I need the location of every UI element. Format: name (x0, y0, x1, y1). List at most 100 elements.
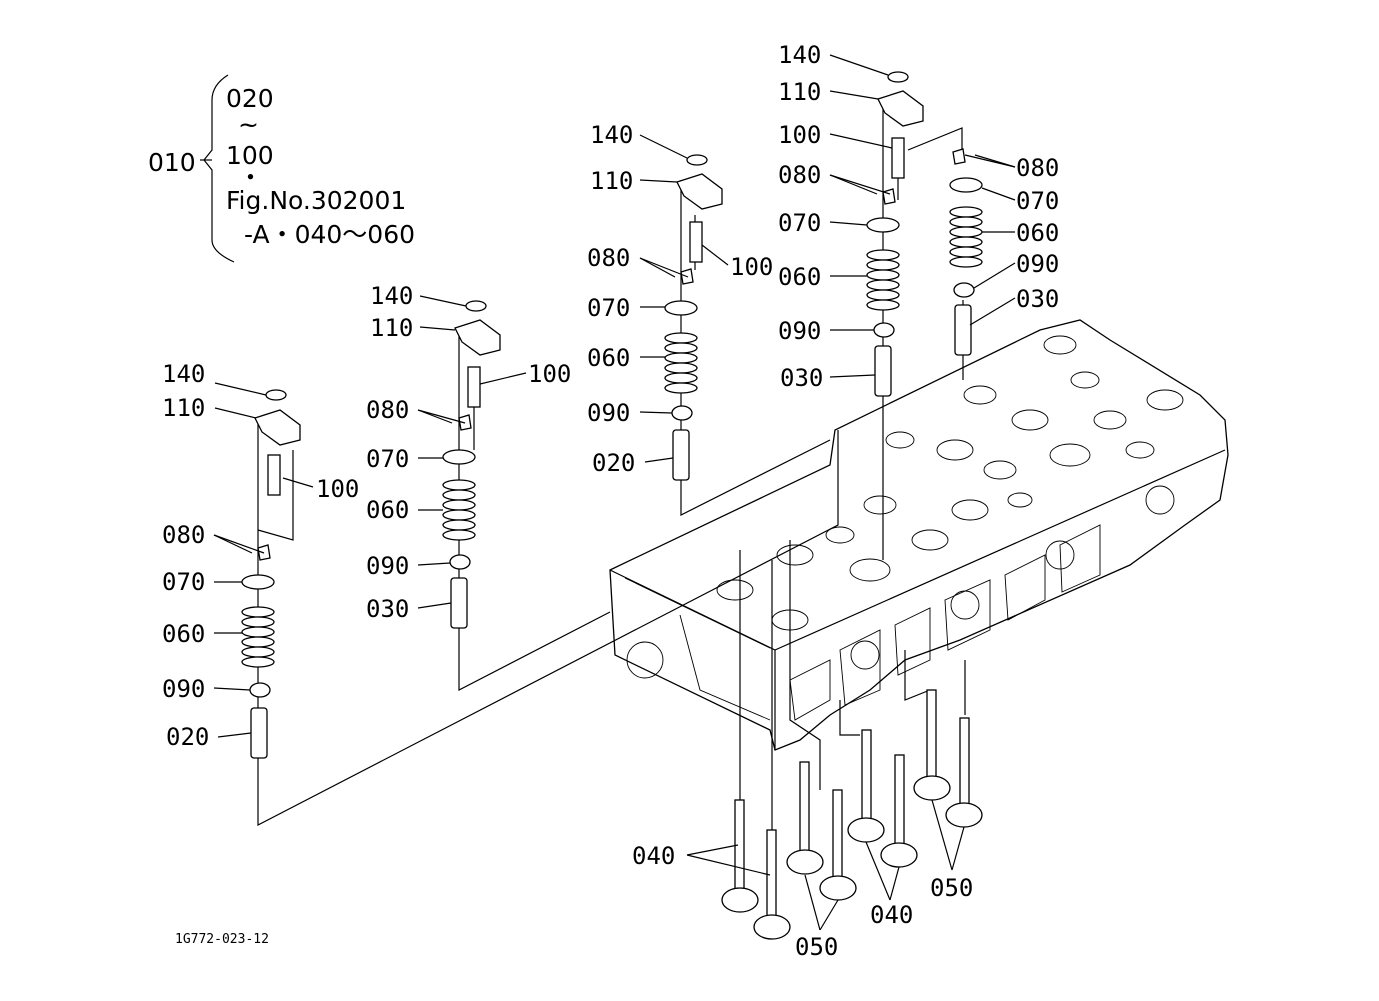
seal-090 (873, 322, 895, 338)
group-line-2: ~ (238, 110, 259, 139)
callout-label: 140 (162, 360, 206, 388)
callout-label: 080 (778, 161, 822, 189)
valve-040-a (721, 799, 759, 913)
pin-100 (689, 221, 703, 263)
callout-label: 110 (778, 78, 822, 106)
bridge-110 (254, 409, 301, 446)
callout-label: 060 (1016, 219, 1060, 247)
callout-label: 090 (1016, 250, 1060, 278)
callout-label: 080 (587, 244, 631, 272)
callout-label: 070 (366, 445, 410, 473)
pin-100 (467, 366, 481, 408)
callout-leaders (213, 54, 1016, 931)
callout-label: 100 (730, 253, 774, 281)
valve-ports (716, 335, 1184, 631)
valve-stack-2 (442, 300, 501, 629)
callout-label: 140 (370, 282, 414, 310)
callout-label: 140 (778, 41, 822, 69)
valve-040-c (847, 729, 885, 843)
group-line-3: 100 (226, 141, 274, 170)
pin-100 (891, 137, 905, 179)
cylinder-head (609, 319, 1229, 751)
retainer-070 (866, 217, 900, 233)
guide-030 (450, 577, 468, 629)
spring-060 (949, 206, 983, 268)
cap-140 (686, 154, 708, 166)
valve-040-d (880, 754, 918, 868)
cylinder-head-outline (609, 319, 1229, 751)
callout-label: 030 (1016, 285, 1060, 313)
guide-020 (672, 429, 690, 481)
callout-label: 070 (587, 294, 631, 322)
callout-label: 030 (780, 364, 824, 392)
callout-label: 110 (590, 167, 634, 195)
valve-050-a (753, 829, 791, 940)
valve-stack-1 (241, 389, 301, 759)
valve-050-b (786, 761, 824, 875)
cap-140 (887, 71, 909, 83)
seal-090 (671, 405, 693, 421)
collet-080 (882, 188, 896, 205)
retainer-070 (241, 574, 275, 590)
callout-label: 140 (590, 121, 634, 149)
valve-stack-4 (866, 71, 924, 397)
seal-090 (953, 282, 975, 298)
guide-020 (250, 707, 268, 759)
pin-100 (267, 454, 281, 496)
valve-040-b (819, 789, 857, 901)
callout-label: 040 (870, 901, 914, 929)
bridge-110 (877, 90, 924, 127)
collet-080 (952, 148, 966, 165)
callout-label: 110 (370, 314, 414, 342)
callout-label: 020 (592, 449, 636, 477)
callout-label: 090 (587, 399, 631, 427)
callout-label: 080 (1016, 154, 1060, 182)
callout-label: 060 (587, 344, 631, 372)
callout-label: 090 (162, 675, 206, 703)
cap-140 (465, 300, 487, 312)
callout-label: 080 (162, 521, 206, 549)
valve-stack-5 (949, 148, 983, 356)
group-ref-label: 010 (148, 148, 196, 177)
valve-050-d (945, 717, 983, 828)
retainer-070 (949, 177, 983, 193)
callout-label: 100 (528, 360, 572, 388)
diagram-code: 1G772-023-12 (175, 932, 269, 947)
cap-140 (265, 389, 287, 401)
retainer-070 (664, 300, 698, 316)
seal-090 (449, 554, 471, 570)
callout-label: 110 (162, 394, 206, 422)
group-line-6: -A・040〜060 (244, 220, 416, 249)
callout-label: 070 (162, 568, 206, 596)
callout-label: 060 (778, 263, 822, 291)
callout-label: 100 (316, 475, 360, 503)
spring-060 (664, 332, 698, 394)
retainer-070 (442, 449, 476, 465)
callout-label: 070 (778, 209, 822, 237)
callout-label: 050 (795, 933, 839, 961)
callout-label: 030 (366, 595, 410, 623)
group-line-1: 020 (226, 84, 274, 113)
guide-030 (954, 304, 972, 356)
callout-label: 100 (778, 121, 822, 149)
spring-060 (866, 249, 900, 311)
group-line-5: Fig.No.302001 (226, 186, 407, 215)
spring-060 (442, 479, 476, 541)
bridge-110 (454, 319, 501, 356)
valves (721, 689, 983, 940)
bridge-110 (676, 173, 723, 210)
callout-label: 040 (632, 842, 676, 870)
callout-label: 080 (366, 396, 410, 424)
callout-label: 090 (778, 317, 822, 345)
callout-label: 060 (366, 496, 410, 524)
valve-stack-3 (664, 154, 723, 481)
spring-060 (241, 606, 275, 668)
callout-label: 090 (366, 552, 410, 580)
group-line-4: ・ (238, 163, 264, 192)
guide-030 (874, 345, 892, 397)
callout-label: 070 (1016, 187, 1060, 215)
callout-label: 060 (162, 620, 206, 648)
seal-090 (249, 682, 271, 698)
